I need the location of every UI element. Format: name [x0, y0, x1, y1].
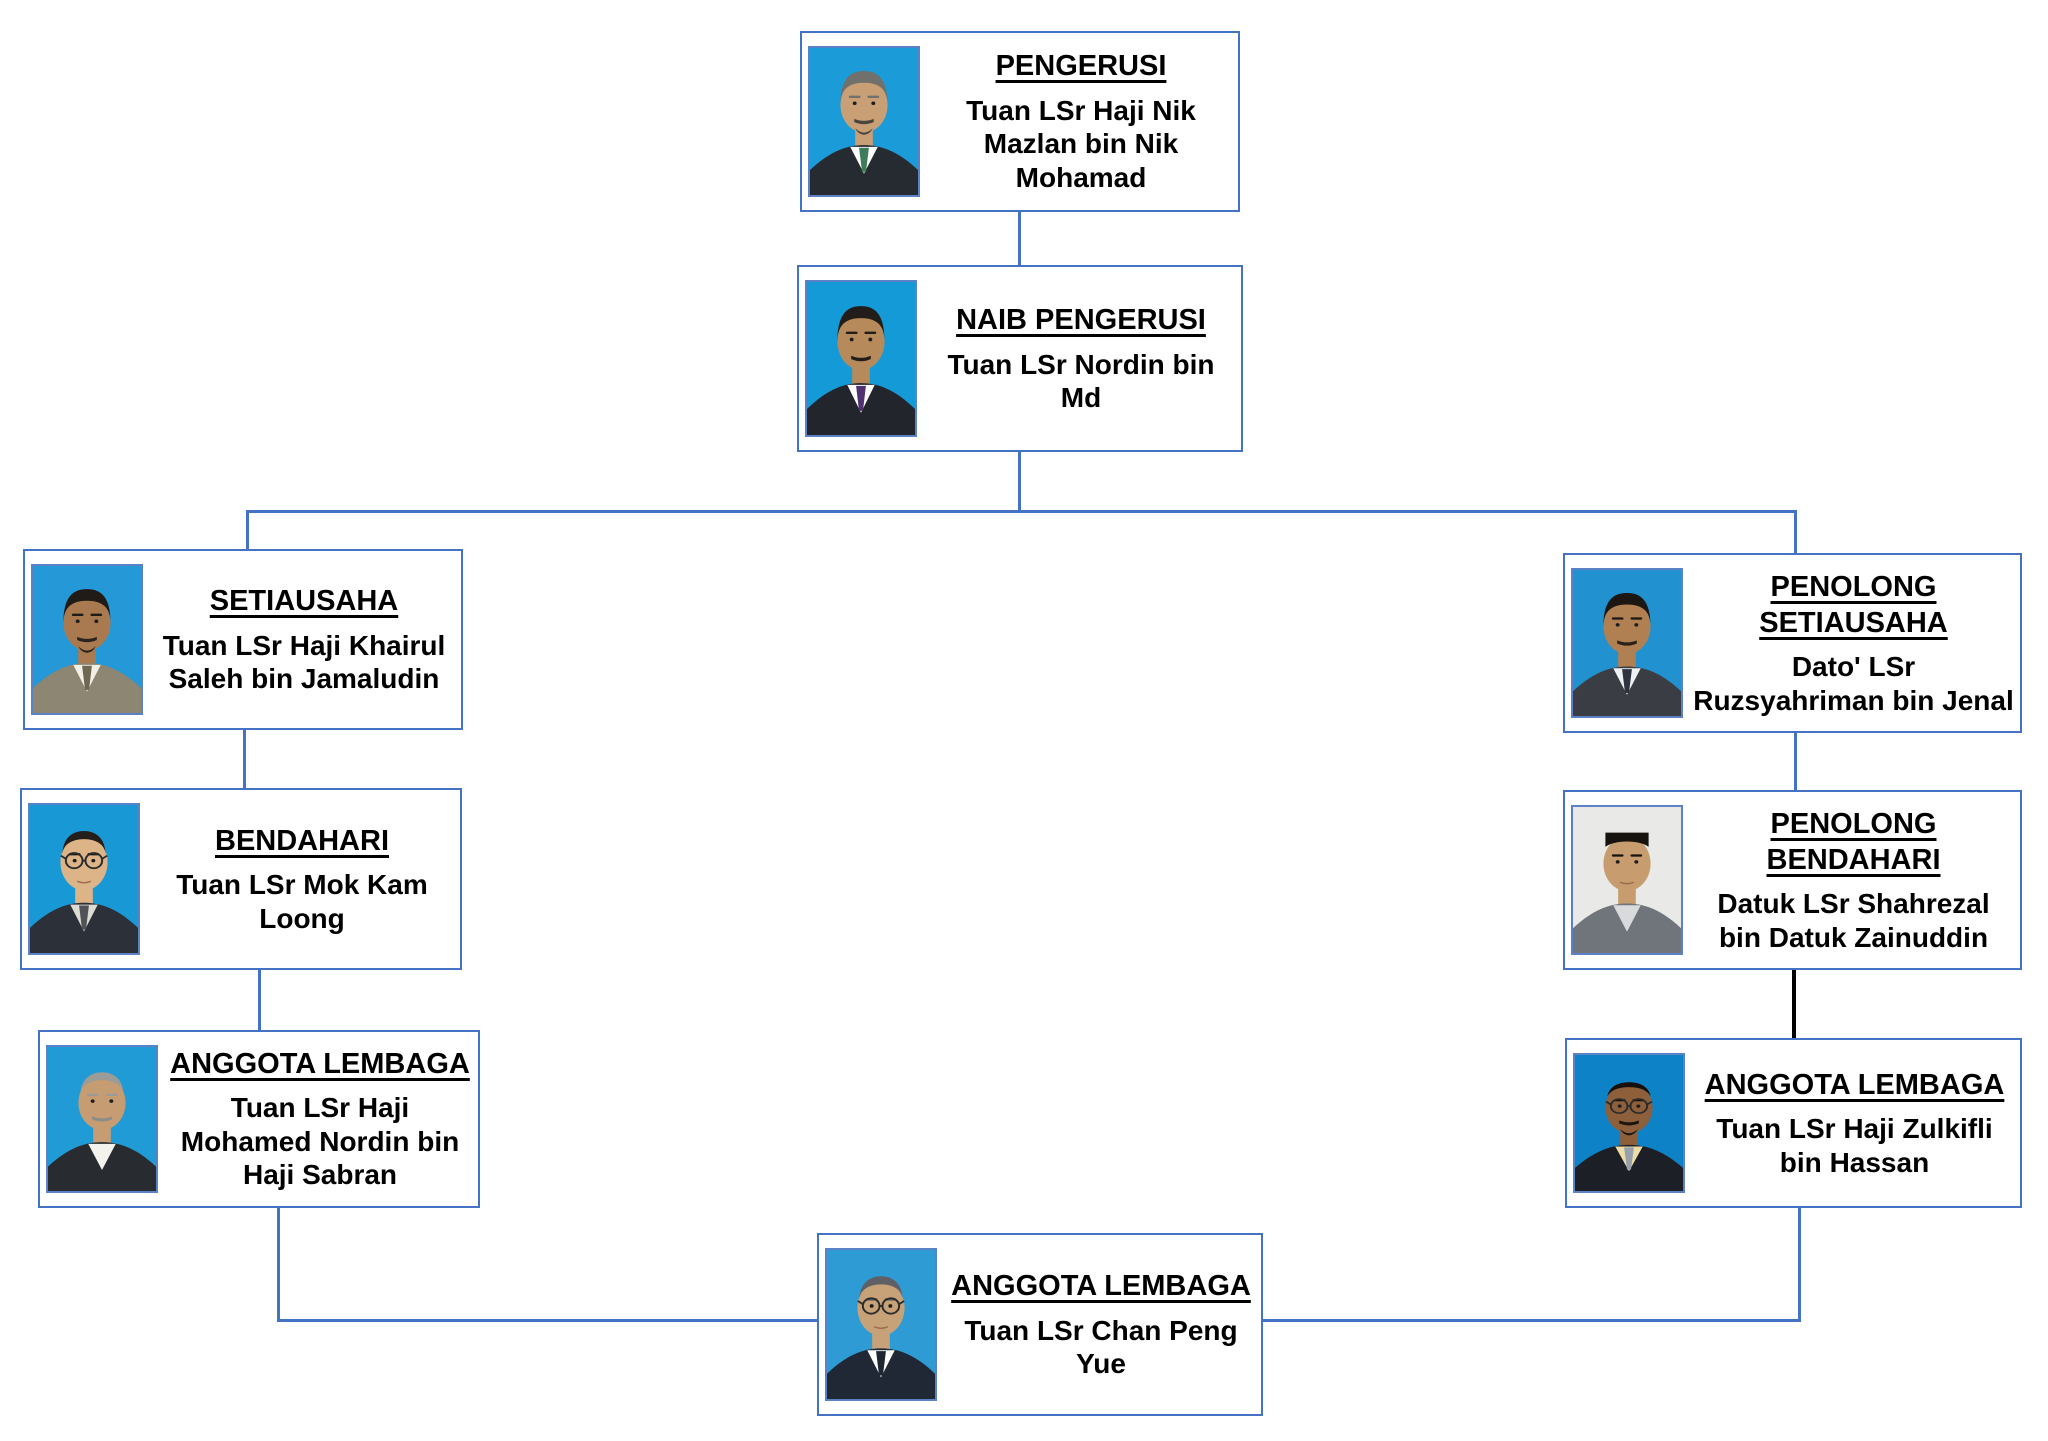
connector-anggota1-down — [277, 1208, 280, 1322]
member-photo — [805, 280, 917, 437]
member-name: Tuan LSr Nordin bin Md — [947, 348, 1215, 414]
org-card-penolong-bendahari: PENOLONG BENDAHARI Datuk LSr Shahrezal b… — [1563, 790, 2022, 970]
connector-setiausaha-bendahari — [243, 730, 246, 788]
member-photo — [808, 46, 920, 197]
connector-anggota2-to-anggota3 — [1263, 1319, 1801, 1322]
connector-naib-down — [1018, 452, 1021, 511]
role-title: ANGGOTA LEMBAGA — [1704, 1068, 2005, 1101]
member-name: Tuan LSr Haji Zulkifli bin Hassan — [1716, 1113, 1993, 1178]
member-name: Tuan LSr Haji Nik Mazlan bin Nik Mohamad — [966, 94, 1196, 193]
role-title: SETIAUSAHA — [209, 585, 399, 618]
connector-drop-penolong-setiausaha — [1794, 510, 1797, 554]
role-title: ANGGOTA LEMBAGA — [170, 1047, 470, 1080]
org-card-naib-pengerusi: NAIB PENGERUSI Tuan LSr Nordin bin Md — [797, 265, 1243, 452]
connector-bendahari-anggota1 — [258, 970, 261, 1030]
connector-psetiausaha-pbendahari — [1794, 733, 1797, 790]
member-photo — [1573, 1053, 1685, 1193]
role-title: BENDAHARI — [215, 824, 389, 857]
member-name: Tuan LSr Haji Mohamed Nordin bin Haji Sa… — [180, 1092, 460, 1191]
member-photo — [825, 1248, 937, 1401]
org-card-anggota-lembaga-2: ANGGOTA LEMBAGA Tuan LSr Haji Zulkifli b… — [1565, 1038, 2022, 1208]
member-photo — [1571, 805, 1683, 955]
role-title: NAIB PENGERUSI — [956, 304, 1206, 337]
member-photo — [46, 1045, 158, 1193]
org-card-penolong-setiausaha: PENOLONG SETIAUSAHA Dato' LSr Ruzsyahrim… — [1563, 553, 2022, 733]
connector-anggota2-down — [1798, 1208, 1801, 1322]
member-photo — [31, 564, 143, 715]
connector-pengerusi-naib — [1018, 212, 1021, 265]
connector-anggota1-to-anggota3 — [277, 1319, 817, 1322]
role-title: PENGERUSI — [995, 50, 1167, 83]
org-card-setiausaha: SETIAUSAHA Tuan LSr Haji Khairul Saleh b… — [23, 549, 463, 730]
member-name: Dato' LSr Ruzsyahriman bin Jenal — [1693, 651, 2014, 716]
member-name: Datuk LSr Shahrezal bin Datuk Zainuddin — [1717, 888, 1990, 953]
org-card-anggota-lembaga-3: ANGGOTA LEMBAGA Tuan LSr Chan Peng Yue — [817, 1233, 1263, 1416]
member-photo — [1571, 568, 1683, 718]
member-name: Tuan LSr Mok Kam Loong — [176, 869, 428, 934]
role-title: ANGGOTA LEMBAGA — [951, 1270, 1251, 1303]
org-card-anggota-lembaga-1: ANGGOTA LEMBAGA Tuan LSr Haji Mohamed No… — [38, 1030, 480, 1208]
connector-pbendahari-anggota2-black — [1792, 970, 1796, 1038]
member-name: Tuan LSr Chan Peng Yue — [964, 1314, 1238, 1380]
role-title: PENOLONG SETIAUSAHA — [1759, 570, 1948, 639]
org-card-bendahari: BENDAHARI Tuan LSr Mok Kam Loong — [20, 788, 462, 970]
role-title: PENOLONG BENDAHARI — [1766, 807, 1941, 876]
org-card-pengerusi: PENGERUSI Tuan LSr Haji Nik Mazlan bin N… — [800, 31, 1240, 212]
member-photo — [28, 803, 140, 955]
member-name: Tuan LSr Haji Khairul Saleh bin Jamaludi… — [162, 629, 446, 695]
connector-horizontal-span — [246, 510, 1797, 513]
connector-drop-setiausaha — [246, 510, 249, 549]
